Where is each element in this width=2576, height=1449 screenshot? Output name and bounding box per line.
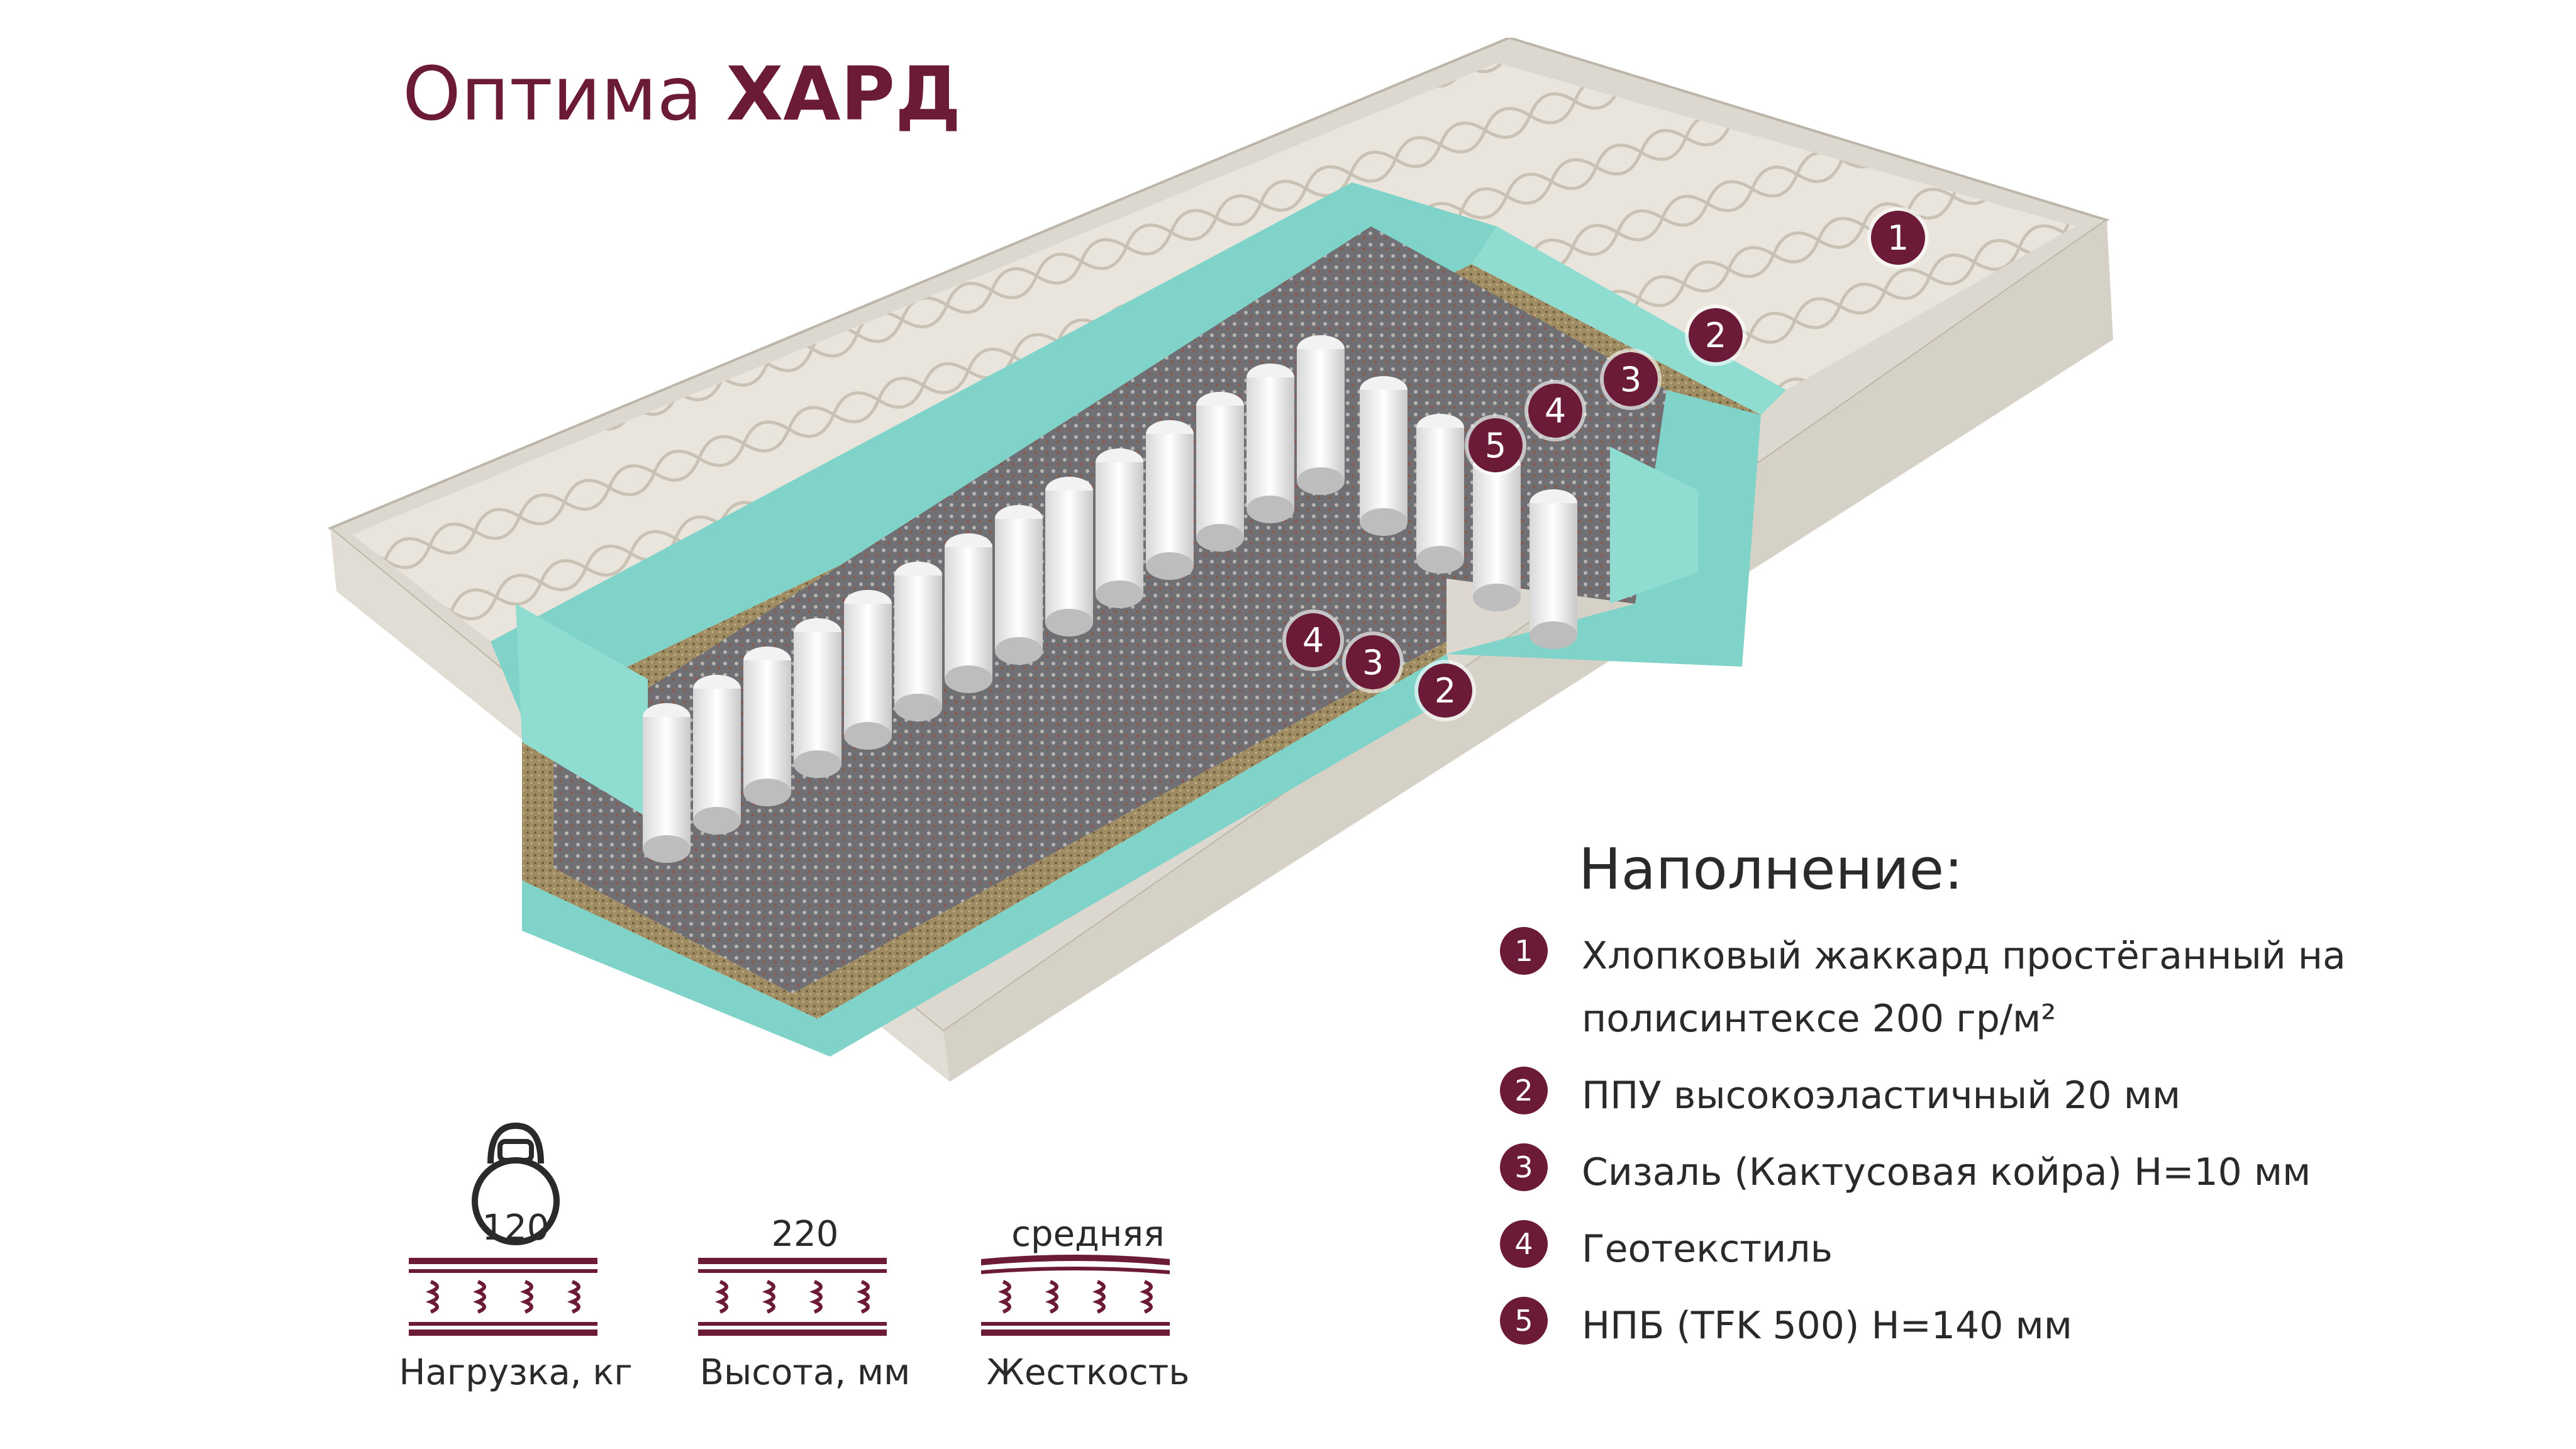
filling-item-4: 4 Геотекстиль <box>1500 1218 2569 1280</box>
mattress-cutaway-illustration <box>328 38 2113 1082</box>
filling-item-number: 4 <box>1500 1220 1548 1268</box>
callout-3-sisal-bottom: 3 <box>1346 635 1400 689</box>
spec-load-value: 120 <box>482 1208 550 1248</box>
page-title: Оптима ХАРД <box>402 57 961 131</box>
spring-block-icon <box>409 1258 597 1336</box>
spring-block-icon <box>981 1255 1170 1336</box>
filling-item-text: НПБ (TFK 500) Н=140 мм <box>1582 1304 2072 1348</box>
filling-item-5: 5 НПБ (TFK 500) Н=140 мм <box>1500 1294 2569 1357</box>
filling-item-text: Сизаль (Кактусовая койра) Н=10 мм <box>1582 1150 2311 1194</box>
spring-block-icon <box>698 1258 887 1336</box>
title-model: Оптима <box>402 50 702 137</box>
kettlebell-icon <box>472 1122 560 1245</box>
filling-item-number: 2 <box>1500 1067 1548 1114</box>
filling-item-text: Геотекстиль <box>1582 1227 1833 1271</box>
filling-item-text: ППУ высокоэластичный 20 мм <box>1582 1074 2181 1118</box>
filling-item-text: Хлопковый жаккард простёганный на полиси… <box>1582 934 2346 1041</box>
spec-load-label: Нагрузка, кг <box>399 1352 633 1393</box>
callout-4-geotextile-top: 4 <box>1528 384 1582 438</box>
filling-item-number: 5 <box>1500 1297 1548 1345</box>
callout-2-foam-bottom: 2 <box>1418 663 1472 718</box>
callout-1-cover: 1 <box>1871 211 1925 265</box>
filling-item-number: 1 <box>1500 927 1548 975</box>
callout-5-springs: 5 <box>1468 418 1523 472</box>
spec-firmness-value: средняя <box>1011 1214 1165 1255</box>
spec-height-label: Высота, мм <box>699 1352 911 1393</box>
filling-item-number: 3 <box>1500 1143 1548 1191</box>
filling-list: 1 Хлопковый жаккард простёганный на поли… <box>1500 924 2569 1371</box>
spec-firmness-label: Жесткость <box>986 1352 1190 1393</box>
callout-4-geotextile-bottom: 4 <box>1286 613 1340 667</box>
filling-item-2: 2 ППУ высокоэластичный 20 мм <box>1500 1064 2569 1127</box>
callout-3-sisal-top: 3 <box>1604 352 1658 406</box>
filling-item-3: 3 Сизаль (Кактусовая койра) Н=10 мм <box>1500 1141 2569 1204</box>
filling-item-1: 1 Хлопковый жаккард простёганный на поли… <box>1500 924 2569 1050</box>
title-variant: ХАРД <box>726 50 962 137</box>
callout-2-foam-top: 2 <box>1689 308 1743 362</box>
filling-heading: Наполнение: <box>1579 836 1963 902</box>
spec-height-value: 220 <box>771 1214 839 1255</box>
